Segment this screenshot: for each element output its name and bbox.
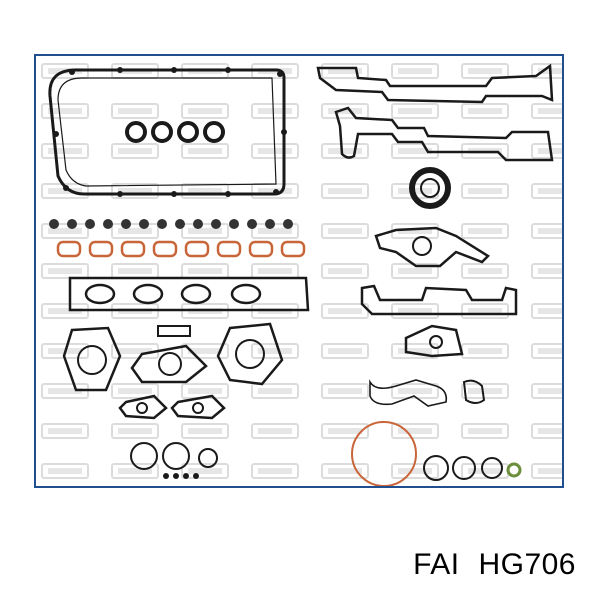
- egr-gasket-right: [216, 322, 284, 386]
- watermark-pattern: [36, 56, 562, 486]
- exhaust-manifold-gasket: [68, 276, 310, 312]
- product-image-frame: [34, 54, 564, 488]
- timing-cover-gasket: [360, 284, 518, 316]
- oil-pan-o-ring: [351, 421, 417, 486]
- brand-label: FAI: [413, 548, 460, 581]
- plug-seal-2: [151, 121, 173, 143]
- hose-gasket: [369, 379, 448, 407]
- part-number-label: HG706: [478, 548, 576, 581]
- o-ring-green: [506, 462, 522, 478]
- o-ring-5: [452, 456, 476, 480]
- water-pump-gasket: [374, 226, 490, 268]
- o-ring-1: [130, 442, 158, 470]
- plug-seal-3: [177, 121, 199, 143]
- o-ring-3: [198, 448, 218, 468]
- valve-stem-seals: [49, 219, 293, 229]
- oil-pan-gasket-top: [316, 63, 554, 104]
- flange-gasket-2: [170, 394, 226, 420]
- small-clip: [462, 379, 486, 404]
- flange-gasket-1: [118, 394, 168, 420]
- o-ring-4: [423, 455, 449, 481]
- gasket-set-photo-icon: [36, 56, 562, 486]
- egr-gasket-center: [130, 344, 208, 384]
- plug-seal-1: [125, 121, 147, 143]
- o-ring-6: [481, 457, 503, 479]
- intake-port-gaskets: [56, 240, 306, 258]
- egr-gasket-left: [62, 326, 122, 392]
- oil-pan-gasket-lower: [334, 106, 554, 162]
- thermostat-gasket: [404, 324, 464, 358]
- crankshaft-seal: [409, 167, 451, 209]
- product-caption: FAI HG706: [413, 548, 576, 582]
- o-ring-2: [162, 442, 190, 470]
- plug-seal-4: [203, 121, 225, 143]
